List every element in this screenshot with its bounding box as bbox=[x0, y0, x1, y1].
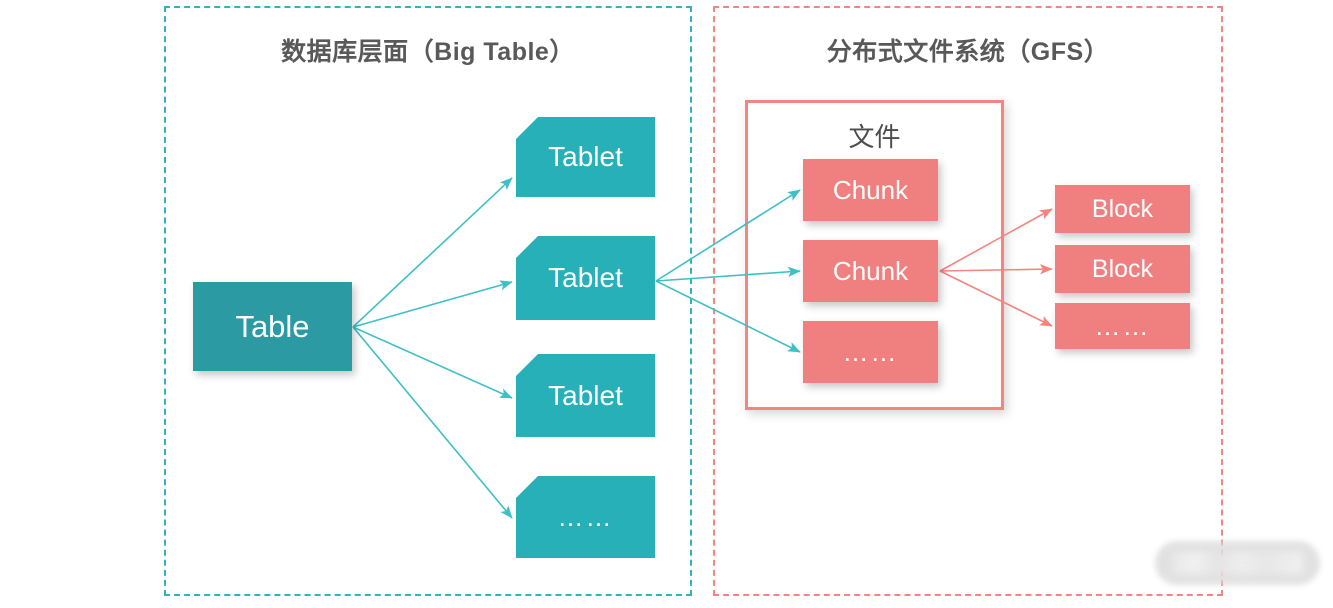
node-block-2[interactable]: Block bbox=[1055, 245, 1190, 293]
panel-bigtable-title: 数据库层面（Big Table） bbox=[281, 38, 575, 66]
node-tablet-ellipsis-label: …… bbox=[557, 502, 614, 532]
node-chunk-1-label: Chunk bbox=[832, 174, 909, 205]
node-chunk-2-label: Chunk bbox=[832, 255, 909, 286]
node-tablet-2[interactable]: Tablet bbox=[516, 236, 655, 320]
node-chunk-2[interactable]: Chunk bbox=[803, 240, 938, 302]
node-block-ellipsis[interactable]: …… bbox=[1055, 303, 1190, 349]
watermark-text-blur bbox=[1173, 552, 1303, 574]
node-table-label: Table bbox=[235, 308, 310, 344]
node-chunk-ellipsis[interactable]: …… bbox=[803, 321, 938, 383]
node-tablet-3-label: Tablet bbox=[548, 379, 623, 411]
node-block-2-label: Block bbox=[1091, 254, 1154, 283]
node-tablet-1[interactable]: Tablet bbox=[516, 117, 655, 197]
node-tablet-3[interactable]: Tablet bbox=[516, 354, 655, 437]
panel-gfs-title: 分布式文件系统（GFS） bbox=[826, 38, 1110, 66]
node-table[interactable]: Table bbox=[193, 282, 352, 371]
file-container-label: 文件 bbox=[848, 122, 901, 152]
node-block-1[interactable]: Block bbox=[1055, 185, 1190, 233]
node-chunk-1[interactable]: Chunk bbox=[803, 159, 938, 221]
node-tablet-ellipsis[interactable]: …… bbox=[516, 476, 655, 558]
node-tablet-2-label: Tablet bbox=[548, 262, 623, 293]
node-tablet-1-label: Tablet bbox=[548, 141, 623, 172]
node-chunk-ellipsis-label: …… bbox=[842, 337, 899, 367]
node-block-ellipsis-label: …… bbox=[1094, 311, 1151, 341]
node-block-1-label: Block bbox=[1091, 194, 1154, 223]
